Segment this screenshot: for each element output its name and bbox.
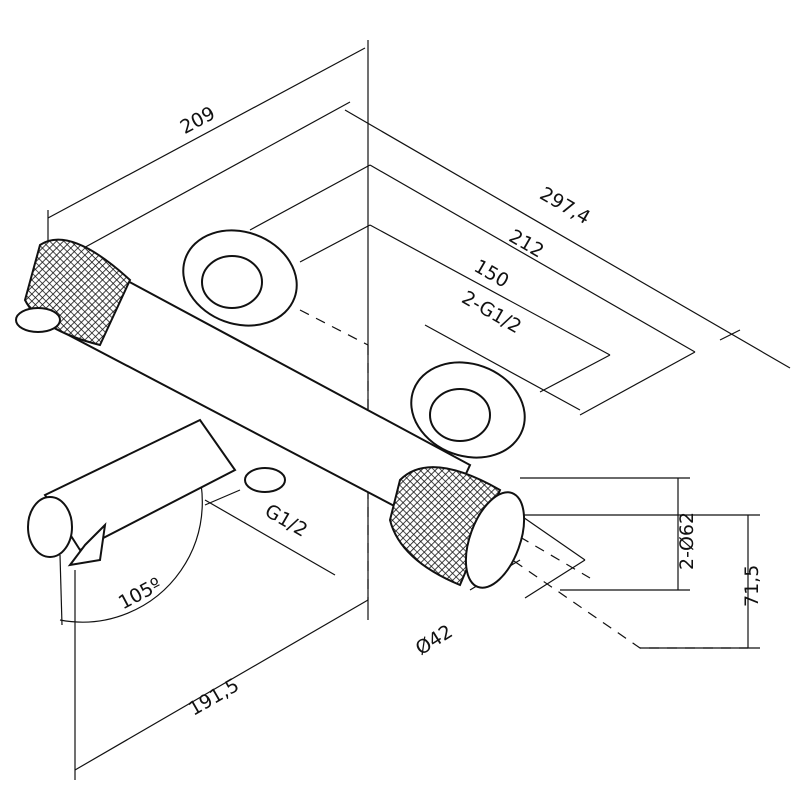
dim-spout-reach: 191,5 — [185, 674, 243, 720]
dim-height: 71,5 — [741, 565, 763, 607]
dim-flange-diameter: 2-Ø62 — [676, 512, 698, 570]
dim-connections: 2-G1/2 — [458, 287, 525, 339]
dimension-lines — [47, 40, 791, 780]
dim-spout-angle: 105º — [115, 573, 165, 614]
dim-depth-body: 212 — [505, 225, 547, 262]
dim-overall-width: 209 — [177, 102, 219, 138]
mixer-body — [15, 229, 526, 589]
dim-depth-total: 297,4 — [536, 183, 594, 229]
dim-center-distance: 150 — [470, 255, 512, 292]
dim-outlet-thread: G1/2 — [261, 500, 311, 542]
dim-handle-diameter: Ø42 — [412, 621, 457, 660]
